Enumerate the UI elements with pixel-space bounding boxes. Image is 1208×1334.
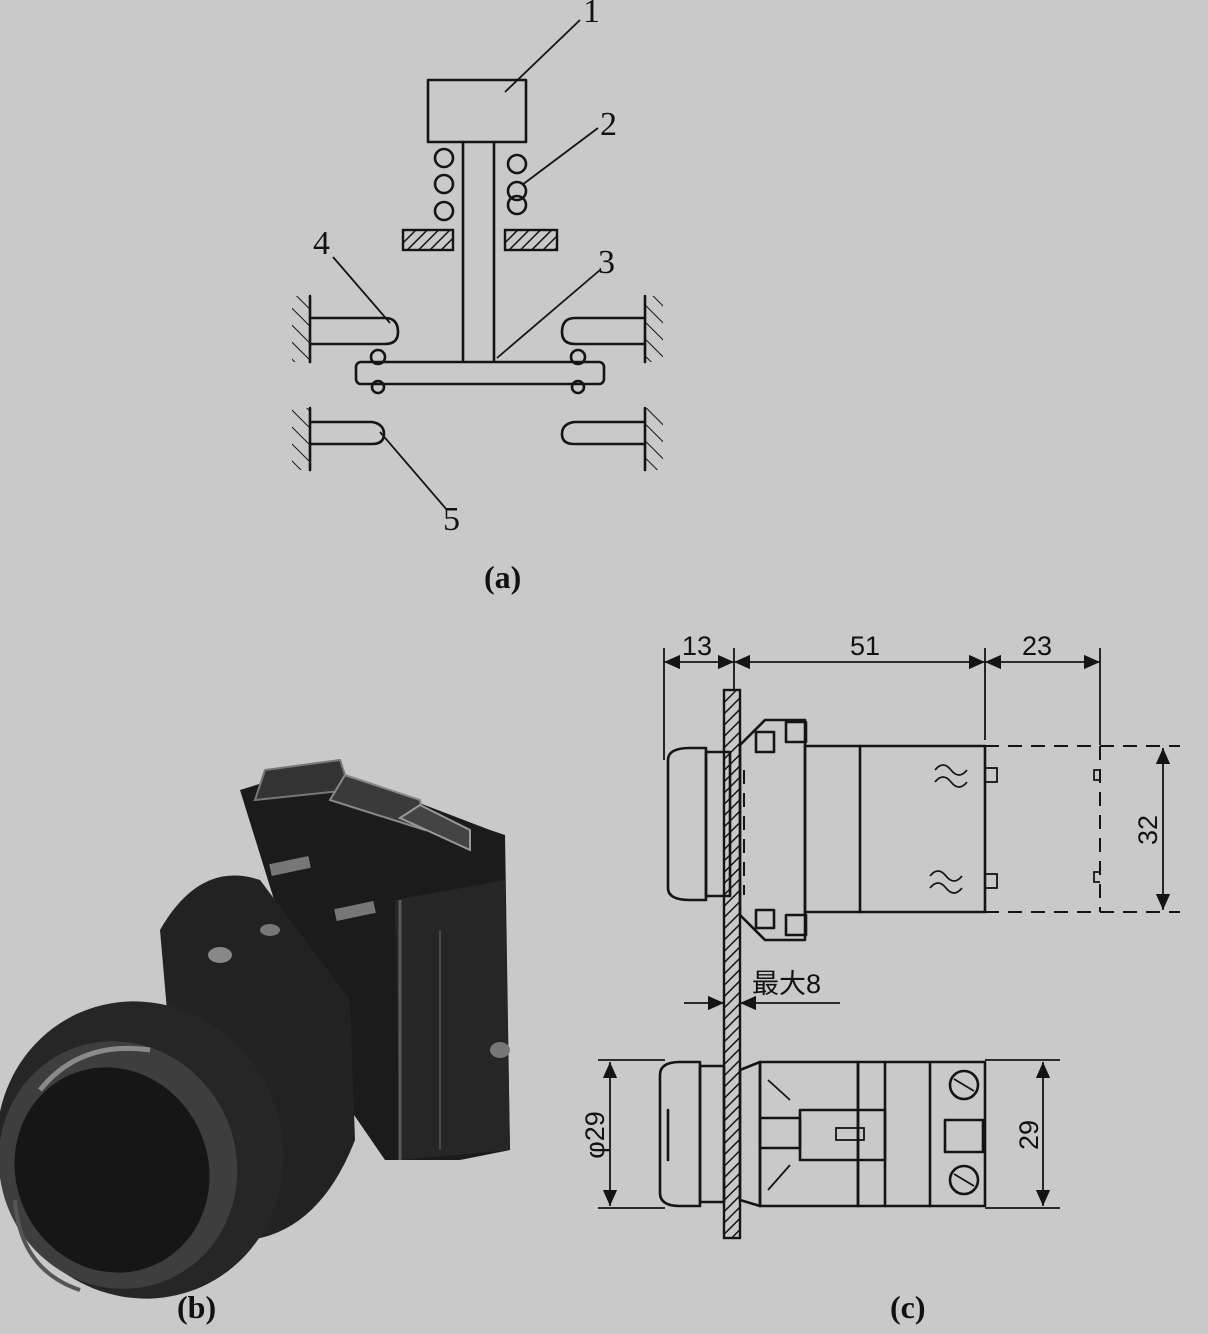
dimension-drawing: 13 51 23 32 最大8 [580,631,1180,1325]
moving-contact-bridge [354,360,606,386]
top-screw-1 [948,1069,980,1101]
terminal-top [934,764,968,788]
bridge-contact-tr [569,348,587,366]
caption-a: (a) [484,559,521,595]
pushbutton-photo: (b) [0,758,510,1325]
leader-3 [496,269,601,359]
leader-4 [332,256,391,324]
part-label-2: 2 [600,106,617,143]
button-cap [426,78,528,144]
side-collar [738,718,807,942]
top-button-head [658,1060,702,1208]
leader-2 [521,127,599,186]
button-face [14,1067,210,1273]
spring-seat-left [401,228,455,252]
caption-b: (b) [177,1289,216,1325]
terminal-bottom [929,870,963,894]
top-body-rear [856,1060,987,1208]
side-button-head [666,746,708,902]
bridge-contact-bl [370,379,386,395]
top-collar [738,1060,762,1208]
dim-front-depth: 13 [682,631,712,661]
part-label-3: 3 [598,244,615,281]
dim-height: 32 [1133,815,1163,845]
caption-c: (c) [890,1289,926,1325]
part-label-1: 1 [583,0,600,30]
dim-panel-thickness: 最大8 [752,969,821,999]
lower-static-contacts [292,406,663,472]
dim-button-diameter: φ29 [580,1111,610,1159]
top-screw-2 [948,1164,980,1196]
dim-body-length: 51 [850,631,880,661]
dim-rear-depth: 23 [1022,631,1052,661]
dim-body-width: 29 [1014,1120,1044,1150]
bridge-contact-br [570,379,586,395]
part-label-4: 4 [313,225,330,262]
spring-seat-right [503,228,559,252]
side-switch-body [803,744,987,914]
bridge-contact-tl [369,348,387,366]
side-button-ring [704,750,732,898]
switch-block-side [395,880,510,1160]
leader-5 [379,431,448,511]
leader-1 [504,19,581,93]
upper-static-contacts [292,294,663,364]
top-button-ring [698,1064,726,1204]
mounting-panel [722,688,742,1240]
return-spring [433,147,528,222]
top-body-front [758,1060,860,1208]
schematic-diagram: 1 2 3 4 5 (a) [292,0,663,595]
part-label-5: 5 [443,501,460,538]
